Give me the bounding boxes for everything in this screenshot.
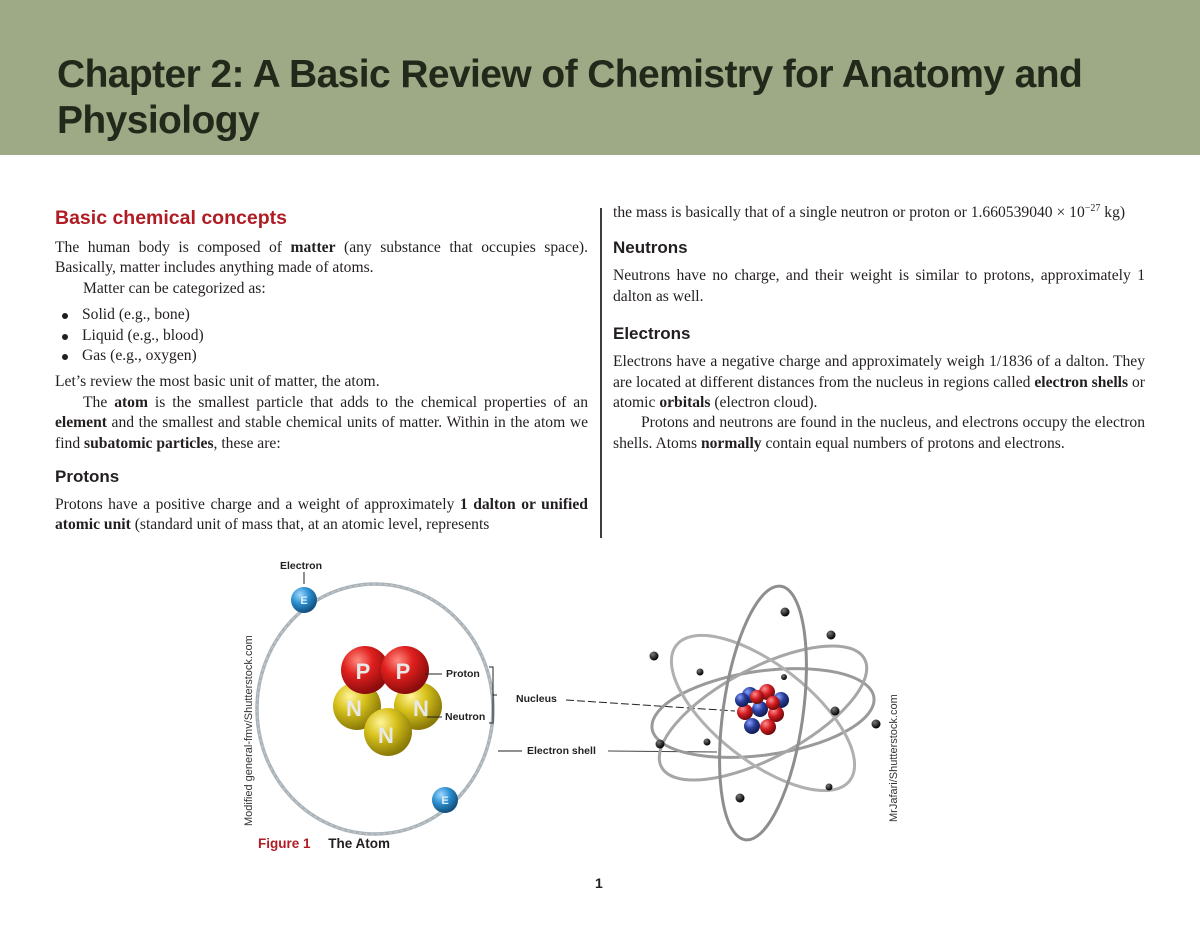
text: Protons and neutrons are found in the nu… (613, 414, 1145, 452)
term-atom: atom (114, 393, 148, 411)
text: The (83, 393, 115, 411)
nucleus-paragraph: Protons and neutrons are found in the nu… (613, 413, 1145, 454)
right-column: the mass is basically that of a single n… (613, 203, 1145, 454)
text: (any substance that occupies space). Bas… (55, 239, 589, 277)
text: (electron cloud). (710, 394, 818, 412)
section-heading-neutrons: Neutrons (613, 238, 688, 258)
review-paragraph: Let’s review the most basic unit of matt… (55, 373, 380, 391)
protons-paragraph: Protons have a positive charge and a wei… (55, 495, 588, 536)
text: (standard unit of mass that, at an atomi… (130, 516, 490, 534)
section-heading-basic-concepts: Basic chemical concepts (55, 207, 287, 229)
term-element: element (55, 414, 107, 432)
orbital-electrons (649, 607, 881, 803)
label-proton: Proton (446, 668, 480, 680)
text: is the smallest particle that adds to th… (147, 393, 588, 411)
term-dalton: 1 dalton or unified atomic unit (55, 496, 588, 534)
atom-paragraph: The atom is the smallest particle that a… (55, 393, 588, 454)
column-divider (600, 208, 602, 538)
svg-text:E: E (441, 795, 448, 807)
svg-text:N: N (378, 723, 394, 748)
figure-caption: Figure 1 The Atom (258, 836, 390, 851)
term-matter: matter (290, 239, 336, 256)
text: , these are: (213, 434, 281, 452)
matter-states-list: Solid (e.g., bone) Liquid (e.g., blood) … (55, 305, 588, 366)
orbital-atom-diagram (650, 584, 876, 842)
chapter-title: Chapter 2: A Basic Review of Chemistry f… (57, 53, 1083, 142)
orbital-nucleus (735, 684, 789, 735)
page-number: 1 (595, 875, 603, 891)
label-neutron: Neutron (445, 711, 486, 723)
left-column: Basic chemical concepts The human body i… (55, 205, 588, 536)
text: contain equal numbers of protons and ele… (761, 434, 1065, 452)
label-electron: Electron (280, 560, 323, 572)
svg-text:P: P (356, 659, 371, 684)
svg-text:N: N (346, 696, 362, 721)
image-credit-right: MrJafari/Shutterstock.com (888, 694, 900, 822)
section-heading-electrons: Electrons (613, 324, 691, 344)
text: the mass is basically that of a single n… (613, 204, 1085, 221)
term-normally: normally (700, 434, 762, 452)
svg-text:E: E (300, 595, 307, 607)
label-nucleus: Nucleus (516, 693, 557, 705)
atom-figure: E E P P N N N (255, 572, 881, 842)
exponent: −27 (1084, 202, 1101, 214)
term-electron-shells: electron shells (1034, 373, 1129, 391)
text: kg) (1100, 204, 1126, 221)
label-electron-shell: Electron shell (527, 745, 596, 757)
image-credit-left: Modified general-fmv/Shutterstock.com (243, 635, 255, 826)
term-orbitals: orbitals (659, 394, 711, 412)
categorized-paragraph: Matter can be categorized as: (83, 279, 266, 297)
list-item: Liquid (e.g., blood) (59, 326, 588, 346)
text: Electrons have a negative charge and app… (613, 353, 1145, 391)
figure-number: Figure 1 (258, 836, 311, 851)
electrons-paragraph: Electrons have a negative charge and app… (613, 352, 1145, 413)
bohr-atom-diagram: E E P P N N N (255, 572, 736, 836)
text: or atomic (613, 373, 1145, 412)
chapter-header-band (0, 0, 1200, 155)
list-item: Gas (e.g., oxygen) (59, 346, 588, 366)
svg-text:N: N (413, 696, 429, 721)
text: Protons have a positive charge and a wei… (55, 496, 460, 514)
intro-paragraph: The human body is composed of matter (an… (55, 238, 588, 279)
text: The human body is composed of (55, 239, 291, 256)
list-item: Solid (e.g., bone) (59, 305, 588, 325)
neutrons-paragraph: Neutrons have no charge, and their weigh… (613, 267, 1145, 305)
section-heading-protons: Protons (55, 467, 120, 487)
term-subatomic-particles: subatomic particles (84, 434, 214, 452)
text: and the smallest and stable chemical uni… (55, 414, 588, 452)
mass-continuation-paragraph: the mass is basically that of a single n… (613, 203, 1145, 223)
svg-text:P: P (396, 659, 411, 684)
figure-title: The Atom (328, 836, 391, 851)
